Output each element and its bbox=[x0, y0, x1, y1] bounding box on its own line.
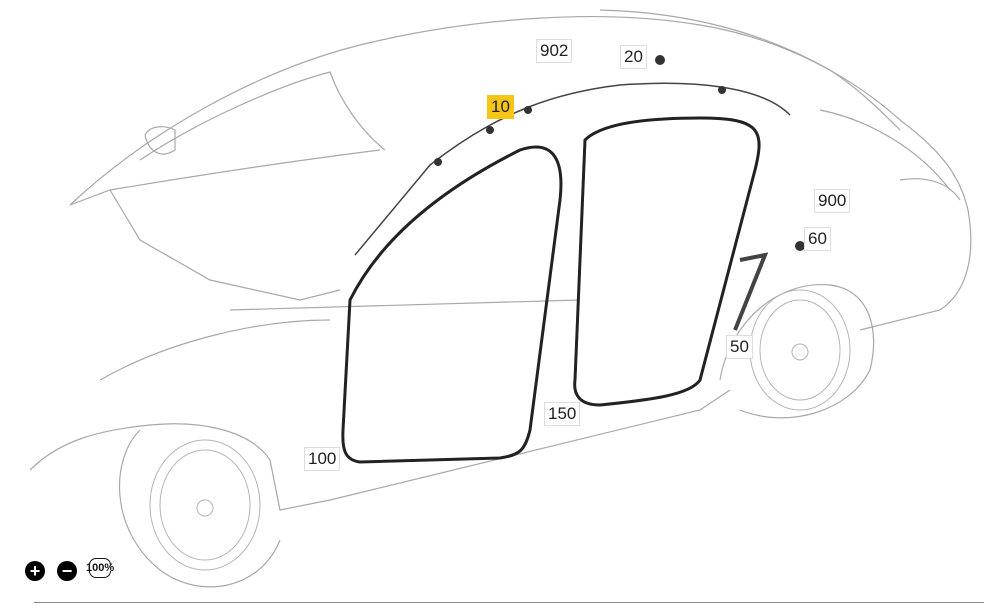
callout-900[interactable]: 900 bbox=[814, 189, 851, 213]
clips bbox=[434, 55, 805, 251]
callout-902[interactable]: 902 bbox=[536, 39, 573, 63]
divider bbox=[34, 602, 984, 603]
callout-150[interactable]: 150 bbox=[544, 402, 581, 426]
door-seals bbox=[341, 116, 761, 464]
roof-rail-airbag bbox=[354, 82, 791, 331]
callout-10[interactable]: 10 bbox=[487, 95, 514, 119]
car-outline bbox=[29, 9, 972, 588]
wheels bbox=[149, 289, 851, 571]
zoom-in-button[interactable]: + bbox=[25, 561, 45, 581]
reset-zoom-button[interactable]: 100% bbox=[86, 558, 115, 578]
callout-50[interactable]: 50 bbox=[726, 335, 753, 359]
callout-20[interactable]: 20 bbox=[620, 45, 647, 69]
callout-60[interactable]: 60 bbox=[804, 227, 831, 251]
zoom-out-button[interactable]: − bbox=[57, 561, 77, 581]
callout-100[interactable]: 100 bbox=[304, 447, 341, 471]
